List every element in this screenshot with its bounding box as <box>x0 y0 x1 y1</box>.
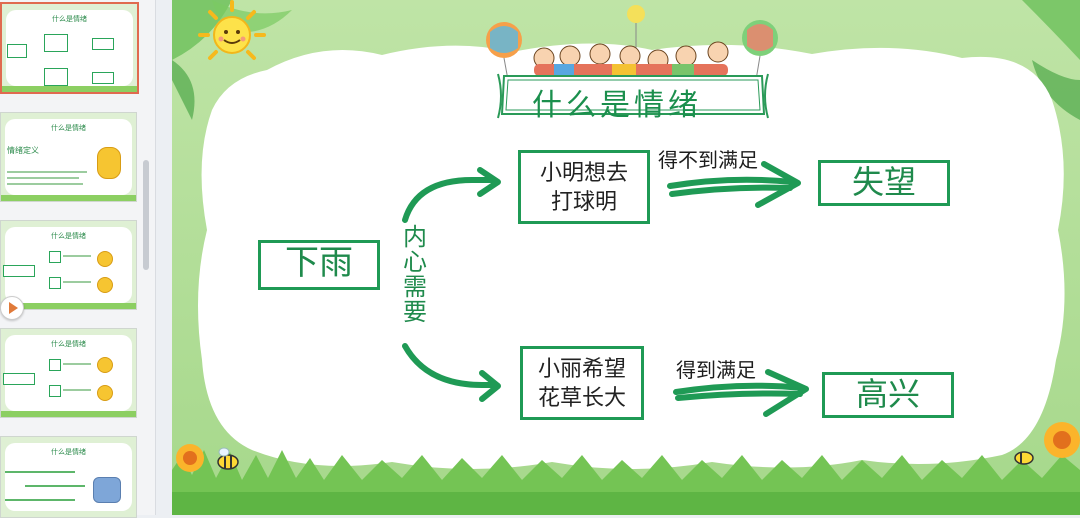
thumbnail-text-line <box>63 255 91 257</box>
top-condition-label[interactable]: 得不到满足 <box>658 148 758 172</box>
thumbnail-title: 什么是情绪 <box>51 232 86 240</box>
thumbnail-box <box>7 44 27 58</box>
thumbnail-box <box>3 265 35 277</box>
start-box-rain[interactable]: 下雨 <box>258 240 380 290</box>
thumbnail-text-line <box>7 177 79 179</box>
sun-icon <box>198 0 266 60</box>
thumbnail-box <box>3 373 35 385</box>
thumbnail-box <box>44 34 68 52</box>
thumbnail-title: 什么是情绪 <box>51 448 86 456</box>
flower-icon <box>176 444 204 472</box>
arrow-to-happy <box>673 369 809 417</box>
title-banner <box>500 75 766 115</box>
bee-icon <box>1014 451 1034 465</box>
play-slideshow-button[interactable] <box>0 296 24 320</box>
top-event-line-2: 打球明 <box>550 190 617 215</box>
arrow-to-bottom-box <box>402 343 501 402</box>
thumbnail-box <box>49 251 61 263</box>
flower-icon <box>1044 422 1080 458</box>
thumbnail-title: 什么是情绪 <box>51 340 86 348</box>
bottom-event-line-1: 小丽希望 <box>537 357 626 382</box>
thumbnail-text-line <box>5 499 75 501</box>
slide-thumbnails-panel: 什么是情绪 什么是情绪 情绪定义 什么是情绪 什么是情绪 <box>0 0 156 518</box>
arrow-to-disappointed <box>667 161 801 208</box>
thumbnail-text-line <box>63 389 91 391</box>
thumbnail-box <box>49 385 61 397</box>
thumbnail-box <box>44 68 68 86</box>
balloon-left-icon <box>486 22 522 81</box>
thumbnail-box <box>92 72 114 84</box>
thumbnail-happy-face-icon <box>97 251 113 267</box>
thumbnail-face-icon <box>97 357 113 373</box>
thumbnail-text-line <box>63 363 91 365</box>
bee-icon <box>217 447 239 470</box>
thumbnail-text-line <box>5 471 75 473</box>
bottom-condition-label[interactable]: 得到满足 <box>676 358 756 382</box>
thumbnail-scrollbar[interactable] <box>143 160 149 270</box>
slide-canvas: 什么是情绪 下雨 内心需要 小明想去 打球明 得不到满足 失望 小丽希望 花草长… <box>172 0 1080 515</box>
thumbnail-grass <box>1 303 136 309</box>
result-box-disappointed[interactable]: 失望 <box>818 160 950 206</box>
thumbnail-text-line <box>7 171 87 173</box>
bottom-event-box[interactable]: 小丽希望 花草长大 <box>520 346 644 420</box>
balloon-center-icon <box>627 5 645 50</box>
arrow-to-top-box <box>402 167 501 223</box>
thumbnail-child-illustration <box>97 147 121 179</box>
top-event-line-1: 小明想去 <box>539 161 628 186</box>
balloon-right-icon <box>742 20 778 81</box>
result-box-happy[interactable]: 高兴 <box>822 372 954 418</box>
thumbnail-kids-illustration <box>93 477 121 503</box>
thumbnail-grass <box>2 86 137 92</box>
slide-thumbnail-3[interactable]: 什么是情绪 <box>0 220 137 310</box>
slide-thumbnail-4[interactable]: 什么是情绪 <box>0 328 137 418</box>
thumbnail-grass <box>1 195 136 201</box>
need-label[interactable]: 内心需要 <box>403 223 427 326</box>
kids-group-illustration <box>533 41 729 76</box>
thumbnail-text-line <box>63 281 91 283</box>
slide-background <box>172 0 1080 515</box>
thumbnail-grass <box>1 411 136 417</box>
slide-title[interactable]: 什么是情绪 <box>532 88 702 123</box>
bottom-event-line-2: 花草长大 <box>537 386 626 411</box>
thumbnail-box <box>49 277 61 289</box>
palm-leaf-decoration <box>1022 0 1080 120</box>
thumbnail-text-line <box>25 485 85 487</box>
thumbnail-sad-face-icon <box>97 277 113 293</box>
top-event-box[interactable]: 小明想去 打球明 <box>518 150 650 224</box>
thumbnail-title: 什么是情绪 <box>51 124 86 132</box>
slide-thumbnail-1[interactable]: 什么是情绪 <box>0 2 139 94</box>
thumbnail-box <box>49 359 61 371</box>
thumbnail-subtitle: 情绪定义 <box>7 146 39 155</box>
thumbnail-text-line <box>7 183 83 185</box>
slide-thumbnail-2[interactable]: 什么是情绪 情绪定义 <box>0 112 137 202</box>
thumbnail-title: 什么是情绪 <box>52 15 87 23</box>
thumbnail-face-icon <box>97 385 113 401</box>
thumbnail-box <box>92 38 114 50</box>
grass-base <box>172 492 1080 515</box>
slide-thumbnail-5[interactable]: 什么是情绪 <box>0 436 137 518</box>
